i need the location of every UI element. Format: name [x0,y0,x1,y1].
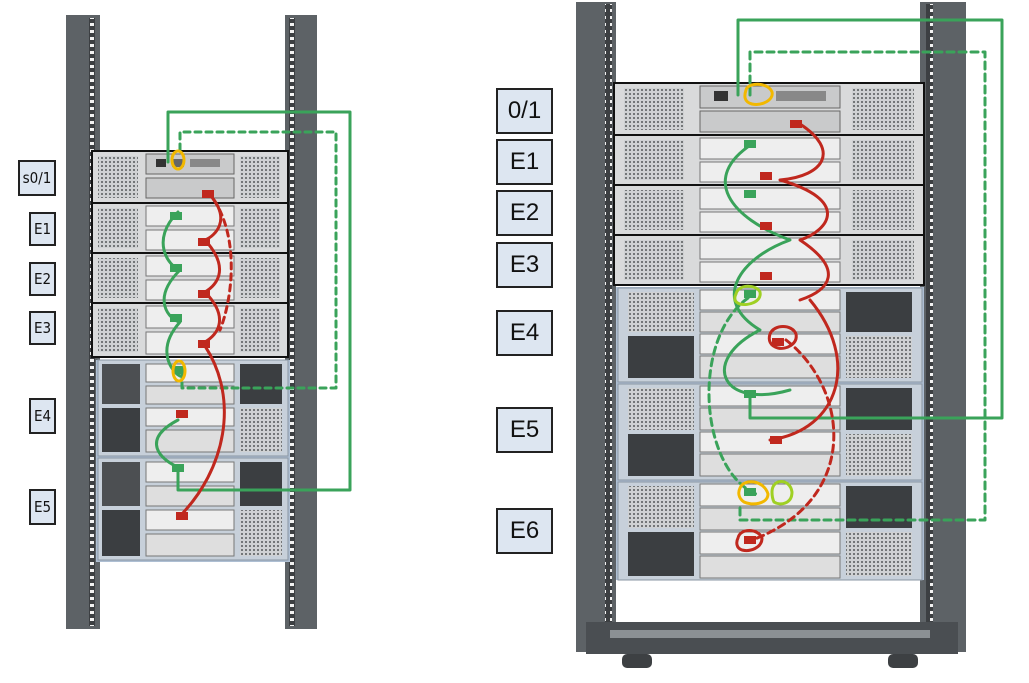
right-highlight-red-e6 [735,529,764,552]
left-label-e4: E4 [29,398,56,434]
right-highlight-yellow-e6 [737,480,770,506]
green-connector-4 [172,464,184,472]
green-connector-3 [172,366,184,374]
left-e3-shelf [91,302,289,358]
right-e5-shelf [617,383,923,481]
left-green-cable-loop [166,110,352,492]
green-connector-15 [744,488,756,496]
left-controller-shelf [91,150,289,204]
right-green-dashed-chain [707,296,758,496]
left-rack [66,15,317,629]
right-highlight-lime-e4 [733,284,762,306]
left-highlight-yellow-bottom [171,359,187,383]
sas-cables [155,18,1004,542]
right-red-daisy-chain [778,122,830,302]
left-highlight-yellow-top [170,149,186,171]
left-label-controller: s0/1 [18,160,56,196]
red-connector-19 [760,272,772,280]
left-red-lower-cable [178,344,226,518]
right-controller-shelf [613,82,925,136]
right-highlight-yellow-top [743,82,774,106]
left-green-dashed-cable-loop [178,130,338,390]
right-highlight-lime-e6 [770,480,794,506]
port-highlights [170,82,798,552]
left-e5-shelf [97,457,289,561]
red-connector-6 [198,238,210,246]
red-connector-5 [202,190,214,198]
right-green-daisy-chain [723,142,792,397]
left-red-daisy-chain [203,193,223,344]
green-connector-2 [170,314,182,322]
red-connector-18 [760,222,772,230]
right-label-e3: E3 [496,242,553,288]
red-connector-9 [176,410,188,418]
green-connector-14 [744,390,756,398]
right-green-dashed-cable-loop [738,50,987,522]
green-connector-1 [170,264,182,272]
red-connector-8 [198,340,210,348]
red-connector-7 [198,290,210,298]
right-label-e5: E5 [496,407,553,453]
left-label-e1: E1 [29,212,56,246]
red-connector-22 [744,536,756,544]
green-connector-13 [744,290,756,298]
red-connector-21 [770,436,782,444]
right-label-e4: E4 [496,310,553,356]
left-label-e5: E5 [29,489,56,525]
left-e1-shelf [91,202,289,254]
red-connector-20 [772,338,784,346]
right-green-cable-loop [736,18,1004,420]
cable-connectors [170,120,802,544]
red-connector-17 [760,172,772,180]
right-highlight-red-e4 [767,325,798,350]
green-connector-11 [744,140,756,148]
green-connector-0 [170,212,182,220]
left-e4-shelf [97,359,289,457]
right-red-dashed-cable [750,338,836,542]
left-e2-shelf [91,252,289,304]
red-connector-16 [790,120,802,128]
right-red-long-cable [768,298,840,442]
left-green-daisy-chain [161,210,182,378]
left-label-e2: E2 [29,262,56,296]
right-e3-shelf [613,234,925,286]
right-label-e6: E6 [496,508,553,554]
right-label-e1: E1 [496,139,553,185]
left-red-dashed-cable [212,198,233,332]
right-label-e2: E2 [496,190,553,236]
green-connector-12 [744,190,756,198]
red-connector-10 [176,512,188,520]
right-label-controller: 0/1 [496,88,553,134]
left-label-e3: E3 [29,311,56,345]
